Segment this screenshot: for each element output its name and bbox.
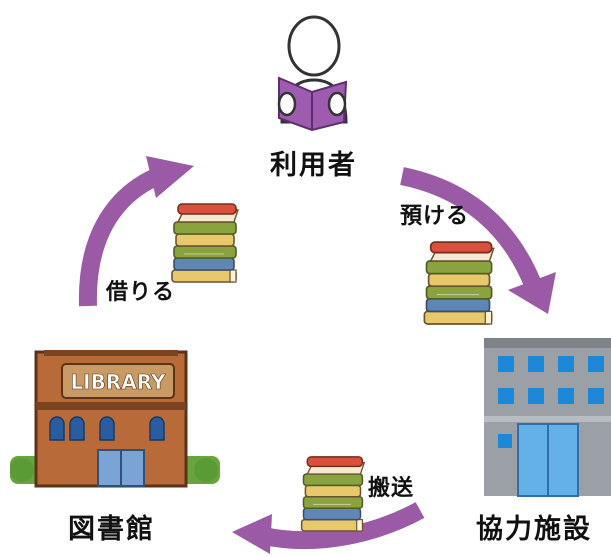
edge-label-transport: 搬送 (368, 476, 415, 501)
node-label-library: 図書館 (68, 514, 155, 545)
library-building-icon: LIBRARY (10, 350, 220, 488)
edge-label-borrow: 借りる (106, 280, 176, 305)
node-label-facility: 協力施設 (476, 514, 592, 545)
books-icon-borrow (171, 203, 239, 283)
books-icon-deposit (423, 241, 495, 325)
office-building-icon (484, 338, 611, 497)
person-reading-icon (277, 15, 348, 132)
arrow-library-to-user (78, 156, 194, 307)
library-sign-text: LIBRARY (70, 370, 166, 394)
arrow-user-to-facility (400, 167, 556, 314)
arrow-facility-to-library (232, 502, 425, 554)
node-label-user: 利用者 (270, 150, 357, 181)
edge-label-deposit: 預ける (400, 204, 470, 229)
books-icon-transport (300, 456, 366, 532)
